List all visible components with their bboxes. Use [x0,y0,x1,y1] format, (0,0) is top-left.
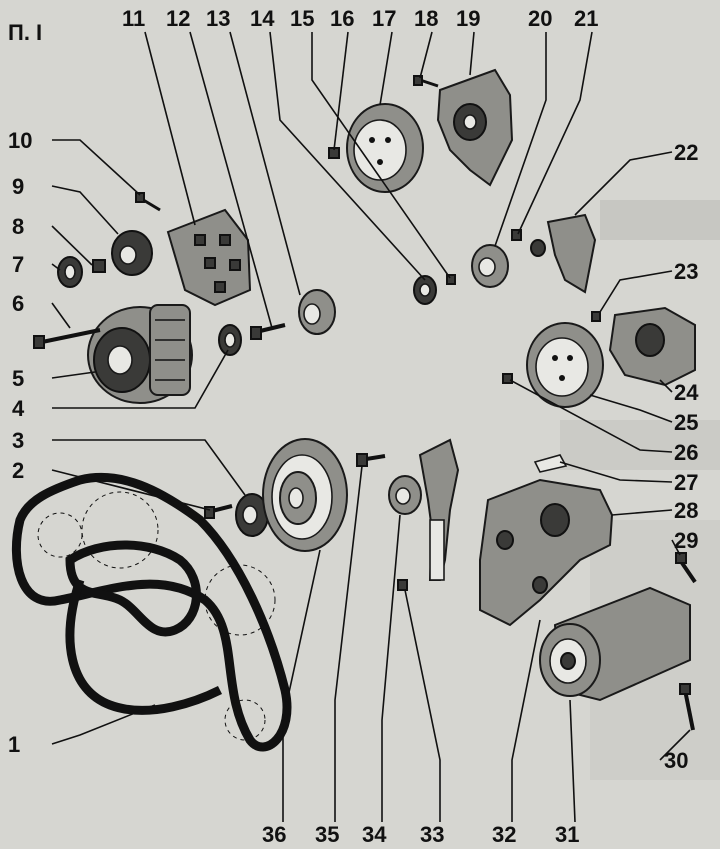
poly-v-belt [11,472,292,752]
callout-17: 17 [372,6,396,31]
tensioner-idler [471,244,509,288]
callout-15: 15 [290,6,314,31]
callout-9: 9 [12,174,24,199]
callout-10: 10 [8,128,32,153]
compressor-bolt [679,683,695,731]
callout-14: 14 [250,6,275,31]
callout-21: 21 [574,6,598,31]
alternator-mounting-bolt [33,328,101,349]
belt-path-guides [37,491,276,741]
steering-pulley-bolt [502,373,513,384]
callout-31: 31 [555,822,579,847]
callout-3: 3 [12,428,24,453]
alternator [87,304,193,404]
pump-bolt [413,75,439,88]
callout-22: 22 [674,140,698,165]
callout-8: 8 [12,214,24,239]
callout-11: 11 [122,6,145,31]
idler-bracket [546,213,597,294]
crankshaft-pulley [262,438,348,552]
alternator-pulley [111,230,153,276]
callout-24: 24 [674,380,699,405]
callout-27: 27 [674,470,698,495]
figure-corner-label: П. I [8,20,42,45]
power-steering-pump [608,306,696,387]
callout-18: 18 [414,6,438,31]
steering-pump-pulley [526,322,604,408]
callout-12: 12 [166,6,190,31]
ac-compressor [539,586,691,702]
spacer-ring [218,324,242,356]
water-pump [436,68,514,187]
alternator-bracket [166,208,252,307]
pulley-nut [92,259,106,273]
callout-36: 36 [262,822,286,847]
crankshaft-hub [235,493,269,537]
callout-25: 25 [674,410,698,435]
bleed-through-block [560,420,720,470]
callout-20: 20 [528,6,552,31]
callout-7: 7 [12,252,24,277]
idler-screw [511,229,522,241]
idler-roller [298,289,336,335]
idler-bolt [250,323,286,340]
guide-roller [413,275,437,305]
tensioner-arm [418,438,460,581]
water-pump-pulley [346,103,424,193]
guide-roller-bolt [446,274,456,285]
callout-33: 33 [420,822,444,847]
callout-34: 34 [362,822,387,847]
crankshaft-bolt [204,504,233,519]
tensioner-screw [397,579,408,591]
callout-13: 13 [206,6,230,31]
callout-4: 4 [12,396,25,421]
bracket-screw [135,192,161,212]
callout-35: 35 [315,822,339,847]
bleed-through-block [600,200,720,240]
callout-26: 26 [674,440,698,465]
callout-30: 30 [664,748,688,773]
callout-labels: 1 2 3 4 5 6 7 8 9 10 11 12 13 14 15 16 1… [8,6,699,847]
callout-6: 6 [12,291,24,316]
callout-28: 28 [674,498,698,523]
callout-23: 23 [674,259,698,284]
callout-2: 2 [12,458,24,483]
callout-29: 29 [674,528,698,553]
bracket-bolt [675,552,697,584]
callout-32: 32 [492,822,516,847]
leader-lines [51,31,691,823]
steering-pump-bolt [591,311,601,322]
idler-washer [530,239,546,257]
pulley-cap [57,256,83,288]
callout-5: 5 [12,366,24,391]
callout-1: 1 [8,732,20,757]
tensioner-pulley [388,475,422,515]
compressor-bracket [479,478,614,627]
callout-16: 16 [330,6,354,31]
callout-19: 19 [456,6,480,31]
bracket-seal [533,454,568,473]
